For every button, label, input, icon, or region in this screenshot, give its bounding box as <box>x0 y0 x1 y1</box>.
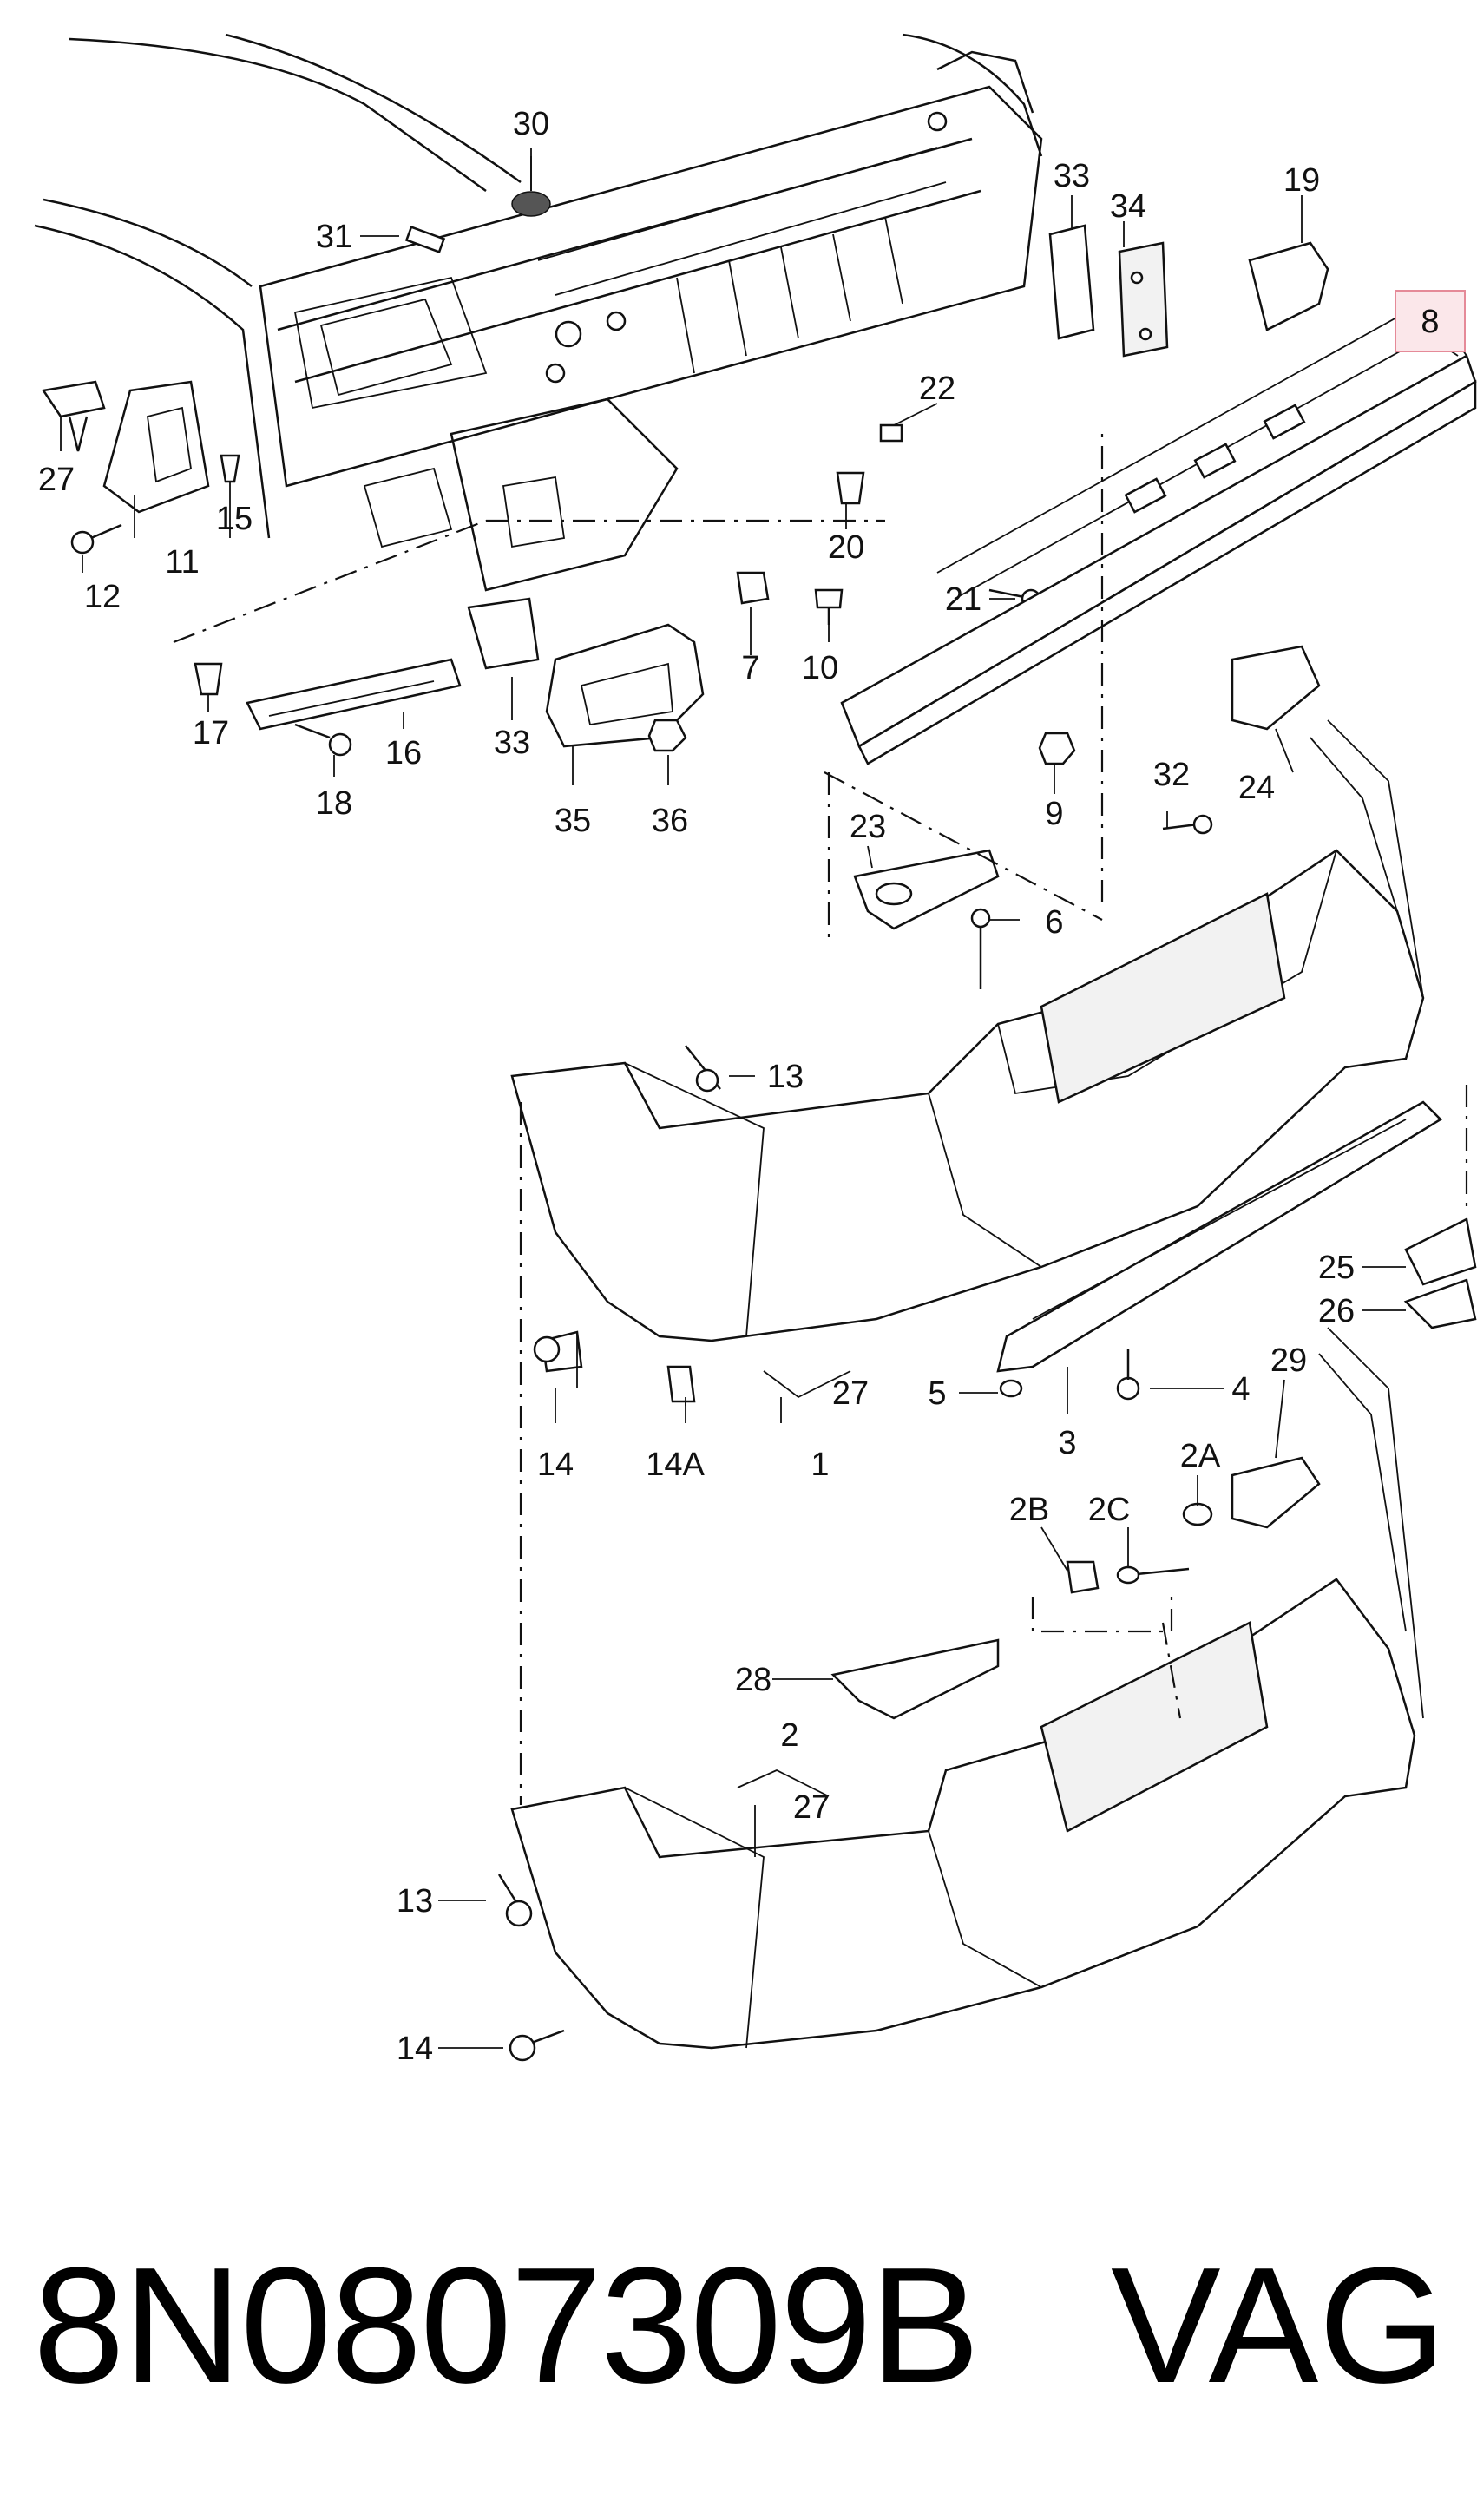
callout-20[interactable]: 20 <box>828 529 864 566</box>
callout-7[interactable]: 7 <box>741 650 759 686</box>
caption-bar: 8N0807309B VAG <box>0 2221 1477 2430</box>
callout-27-low[interactable]: 27 <box>793 1789 830 1826</box>
callout-28[interactable]: 28 <box>735 1662 771 1698</box>
callout-9[interactable]: 9 <box>1045 796 1063 832</box>
part-number: 8N0807309B <box>33 2234 980 2418</box>
callout-10[interactable]: 10 <box>802 650 838 686</box>
callout-14A[interactable]: 14A <box>646 1447 705 1483</box>
callout-2[interactable]: 2 <box>780 1717 798 1754</box>
callout-22[interactable]: 22 <box>919 371 955 407</box>
bumper-cover-1 <box>510 434 1477 1403</box>
callout-4[interactable]: 4 <box>1231 1371 1250 1408</box>
callout-13-upper[interactable]: 13 <box>767 1059 804 1095</box>
callout-6[interactable]: 6 <box>1045 904 1063 941</box>
callout-19[interactable]: 19 <box>1283 162 1320 199</box>
callout-33-upper[interactable]: 33 <box>1054 158 1090 194</box>
callout-1[interactable]: 1 <box>811 1447 829 1483</box>
callout-29[interactable]: 29 <box>1270 1342 1307 1379</box>
callout-3[interactable]: 3 <box>1058 1425 1076 1461</box>
callout-27-mid[interactable]: 27 <box>832 1375 869 1412</box>
callout-24[interactable]: 24 <box>1238 770 1275 806</box>
callout-14-lower[interactable]: 14 <box>397 2031 433 2067</box>
callout-21[interactable]: 21 <box>945 581 981 618</box>
bumper-reinforcement-beam <box>840 290 1477 765</box>
callout-30[interactable]: 30 <box>513 106 549 142</box>
callout-18[interactable]: 18 <box>316 785 352 822</box>
callout-26[interactable]: 26 <box>1318 1293 1355 1329</box>
callout-36[interactable]: 36 <box>652 803 688 839</box>
callout-23[interactable]: 23 <box>850 809 886 845</box>
callout-2B[interactable]: 2B <box>1009 1492 1049 1528</box>
callout-2C[interactable]: 2C <box>1088 1492 1131 1528</box>
callout-8[interactable]: 8 <box>1421 304 1439 340</box>
callout-5[interactable]: 5 <box>928 1375 946 1412</box>
callout-2A[interactable]: 2A <box>1180 1438 1221 1474</box>
brand-name: VAG <box>1111 2234 1447 2418</box>
callout-31[interactable]: 31 <box>316 219 352 255</box>
callout-34[interactable]: 34 <box>1110 188 1146 225</box>
bumper-cover-2 <box>497 1102 1424 2062</box>
callout-leaders <box>60 148 1459 2049</box>
callout-33-lower[interactable]: 33 <box>494 725 530 761</box>
callout-32[interactable]: 32 <box>1153 757 1190 793</box>
upper-fasteners <box>41 156 1329 765</box>
callout-14-upper[interactable]: 14 <box>537 1447 574 1483</box>
callout-12[interactable]: 12 <box>84 579 121 615</box>
callout-11[interactable]: 11 <box>165 544 199 581</box>
callout-27-top[interactable]: 27 <box>38 462 75 498</box>
exploded-parts-diagram: 8 30 31 33 34 19 22 27 11 15 12 20 21 7 … <box>34 33 1477 2067</box>
callout-13-lower[interactable]: 13 <box>397 1883 433 1920</box>
callout-35[interactable]: 35 <box>555 803 591 839</box>
highlight-box-8 <box>1395 290 1466 352</box>
callout-25[interactable]: 25 <box>1318 1250 1355 1286</box>
callout-labels: 8 30 31 33 34 19 22 27 11 15 12 20 21 7 … <box>38 106 1466 2067</box>
callout-15[interactable]: 15 <box>216 501 253 537</box>
callout-17[interactable]: 17 <box>193 715 229 751</box>
rear-body-structure <box>34 33 1043 644</box>
callout-16[interactable]: 16 <box>385 735 422 771</box>
